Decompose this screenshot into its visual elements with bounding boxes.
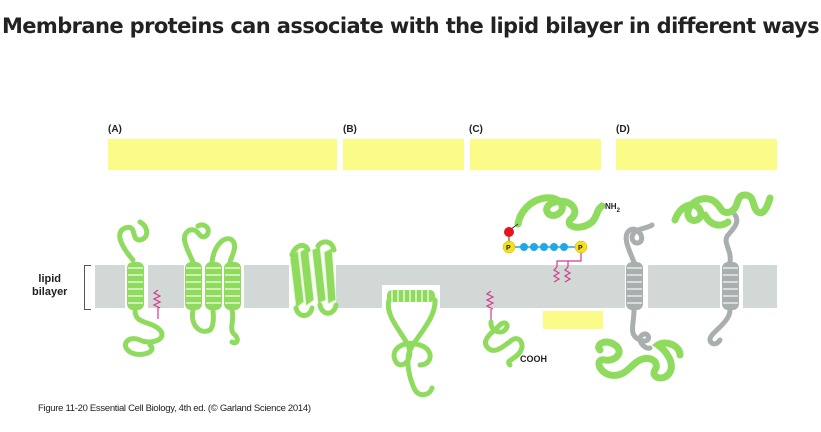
highlight-box-d	[616, 139, 777, 170]
lipid-bilayer-label-line1: lipid	[38, 273, 62, 285]
lipid-bilayer-label-line2: bilayer	[32, 286, 68, 298]
lipid-anchor	[485, 290, 495, 321]
figure-caption: Figure 11-20 Essential Cell Biology, 4th…	[38, 403, 311, 414]
nh2-label: NH2	[605, 202, 621, 214]
lipid-bilayer-segment	[648, 265, 720, 308]
protein-bound-to-transmembrane-protein-left	[595, 222, 684, 382]
lipid-bilayer-segment	[382, 265, 440, 285]
lipid-bilayer-segment	[95, 265, 125, 308]
alpha-helix	[127, 262, 144, 310]
panel-label-a: (A)	[108, 124, 122, 135]
phosphate-label: P	[578, 245, 583, 252]
transmembrane-protein-multi-pass	[181, 222, 241, 346]
panel-label-b: (B)	[343, 124, 357, 135]
linker-dot	[504, 227, 514, 237]
transmembrane-protein-single-pass	[117, 219, 165, 357]
lipid-bilayer-segment	[440, 265, 625, 308]
phosphate-label: P	[506, 245, 511, 252]
beta-barrel-protein	[289, 239, 339, 318]
protein-bound-to-transmembrane-protein-right	[671, 191, 774, 347]
lipid-bilayer-label: lipid bilayer	[32, 273, 67, 299]
bilayer-bracket	[84, 265, 91, 310]
sugar-chain	[520, 243, 568, 251]
gpi-anchored-protein: P P	[502, 194, 606, 283]
lipid-anchored-protein	[483, 290, 525, 368]
cooh-label: COOH	[520, 354, 547, 364]
monolayer-associated-protein	[382, 285, 440, 398]
lipid-bilayer-segment	[244, 265, 289, 308]
lipid-bilayer-segment	[336, 265, 382, 308]
panel-label-d: (D)	[616, 124, 630, 135]
highlight-box-c1	[470, 139, 601, 170]
highlight-box-a	[108, 139, 337, 170]
highlight-box-c2	[543, 311, 603, 329]
lipid-anchor	[152, 289, 162, 319]
slide-title: Membrane proteins can associate with the…	[1, 14, 820, 38]
highlight-box-b	[343, 139, 464, 170]
lipid-bilayer-segment	[148, 265, 184, 308]
lipid-bilayer-segment	[743, 265, 777, 308]
panel-label-c: (C)	[469, 124, 483, 135]
